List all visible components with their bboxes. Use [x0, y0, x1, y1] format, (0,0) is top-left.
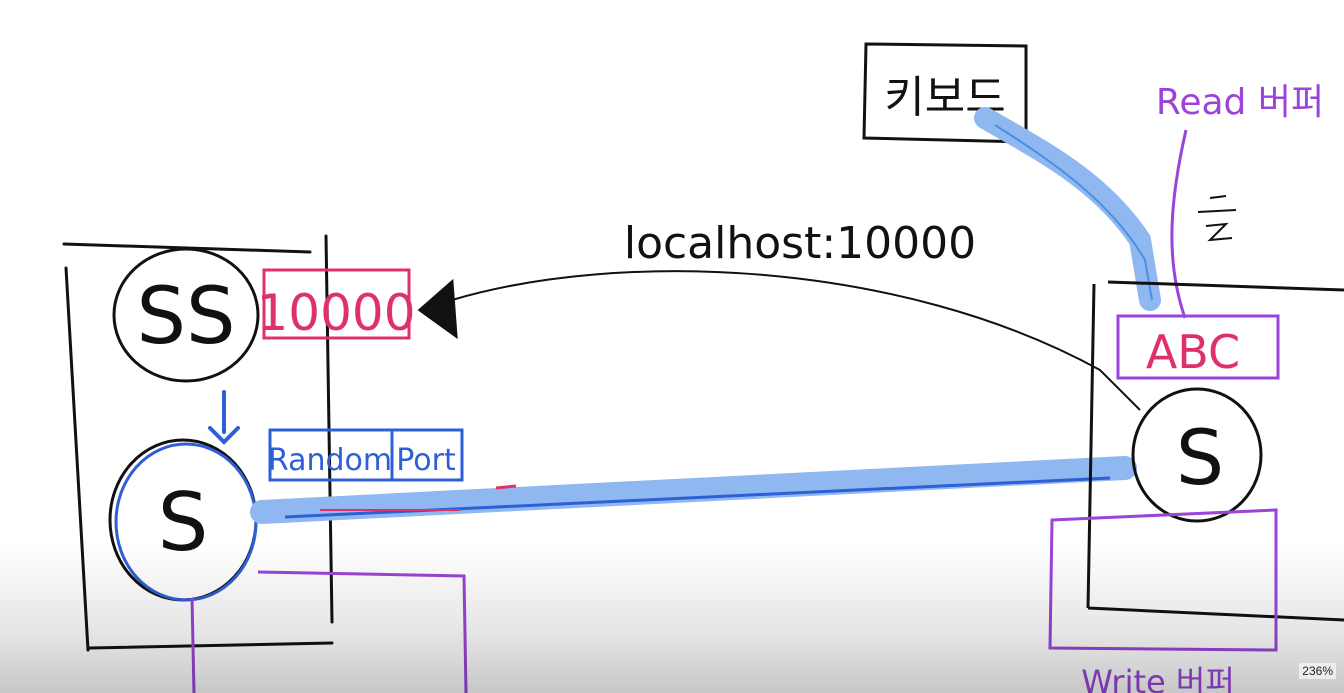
handwritten-glyph	[1197, 195, 1237, 242]
left-buffer-outline	[190, 570, 468, 693]
server-socket-label: SS	[136, 272, 235, 362]
right-machine-box	[1086, 280, 1344, 622]
down-arrow	[208, 390, 240, 445]
zoom-indicator: 236%	[1299, 663, 1336, 679]
left-socket-label: S	[158, 476, 209, 569]
localhost-label: localhost:10000	[624, 218, 976, 269]
pink-dash	[495, 484, 517, 490]
write-buffer-label: Write 버퍼	[1081, 663, 1235, 693]
port-box	[262, 268, 411, 340]
port-word-label: Port	[396, 443, 456, 478]
random-port-box	[268, 428, 464, 482]
server-socket-circle	[112, 247, 260, 383]
read-buffer-line	[1170, 129, 1188, 319]
arrow-head	[417, 278, 458, 340]
right-socket-circle	[1131, 387, 1263, 523]
right-write-buffer-box	[1048, 508, 1278, 652]
read-buffer-label: Read 버퍼	[1156, 82, 1324, 123]
abc-buffer-box	[1116, 314, 1280, 380]
keyboard-input-stroke	[974, 107, 1161, 311]
port-label: 10000	[256, 284, 415, 342]
right-socket-label: S	[1176, 413, 1224, 502]
connection-band	[250, 456, 1137, 524]
abc-label: ABC	[1146, 325, 1240, 379]
random-label: Random	[268, 443, 392, 478]
connect-line	[451, 270, 1141, 411]
keyboard-input-line	[994, 124, 1153, 301]
